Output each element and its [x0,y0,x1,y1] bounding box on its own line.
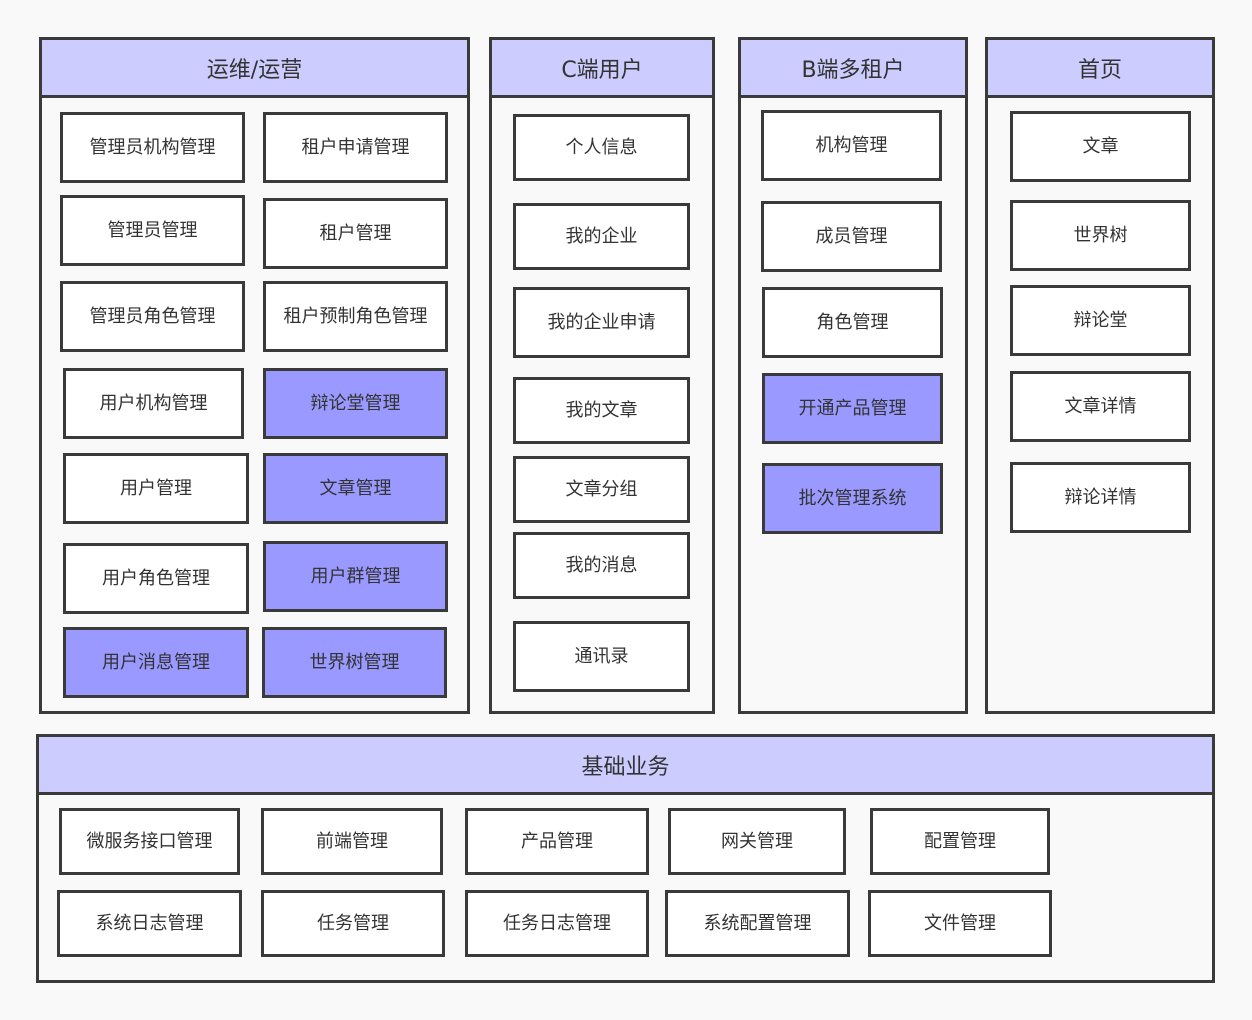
module-box: 用户群管理 [263,541,448,612]
module-box: 通讯录 [513,621,690,692]
module-box: 开通产品管理 [762,373,943,444]
module-box: 任务管理 [261,890,445,957]
module-box: 世界树 [1010,200,1191,271]
module-box: 批次管理系统 [762,463,943,534]
module-box: 系统日志管理 [57,890,242,957]
panel-home-title: 首页 [988,40,1212,98]
module-box: 辩论详情 [1010,462,1191,533]
panel-ops-title: 运维/运营 [42,40,467,98]
module-box: 文章管理 [263,453,448,524]
module-box: 成员管理 [761,201,942,272]
module-box: 机构管理 [761,110,942,181]
module-box: 配置管理 [870,808,1050,875]
module-box: 租户申请管理 [263,112,448,183]
module-box: 租户管理 [263,198,448,269]
panel-c-user-title: C端用户 [492,40,712,98]
module-box: 文件管理 [868,890,1052,957]
module-box: 我的企业 [513,203,690,270]
module-box: 文章详情 [1010,371,1191,442]
module-box: 用户消息管理 [63,627,249,698]
module-box: 用户角色管理 [63,543,249,614]
module-box: 我的文章 [513,377,690,444]
module-box: 用户管理 [63,453,249,524]
module-box: 个人信息 [513,114,690,181]
module-box: 管理员机构管理 [60,112,245,183]
module-box: 网关管理 [668,808,846,875]
module-box: 文章 [1010,111,1191,182]
module-box: 前端管理 [261,808,443,875]
module-box: 用户机构管理 [63,368,244,439]
module-box: 世界树管理 [262,627,447,698]
module-box: 辩论堂管理 [263,368,448,439]
panel-base-services-title: 基础业务 [39,737,1212,795]
module-box: 管理员管理 [60,195,245,266]
module-box: 系统配置管理 [665,890,850,957]
module-box: 产品管理 [465,808,649,875]
module-box: 文章分组 [513,456,690,523]
module-box: 角色管理 [762,287,943,358]
module-box: 辩论堂 [1010,285,1191,356]
module-box: 租户预制角色管理 [263,281,448,352]
module-box: 任务日志管理 [465,890,649,957]
module-box: 我的企业申请 [513,287,690,358]
panel-b-tenant-title: B端多租户 [741,40,965,98]
module-box: 微服务接口管理 [59,808,240,875]
module-box: 我的消息 [513,532,690,599]
module-box: 管理员角色管理 [60,281,245,352]
